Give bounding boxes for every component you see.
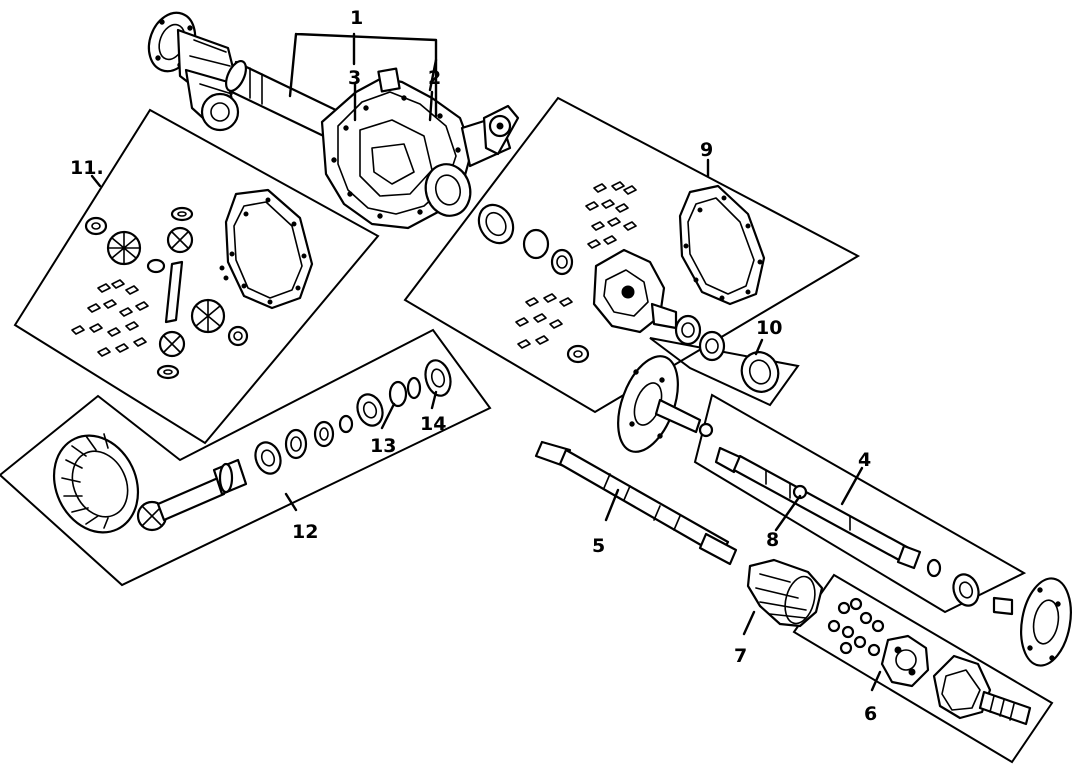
kit-11-parts (71, 188, 314, 380)
callout-14-leader (430, 390, 438, 410)
callout-7: 7 (734, 645, 747, 667)
callout-3: 3 (348, 67, 361, 89)
axle-shaft-4 (714, 446, 1072, 667)
callout-5-leader (604, 488, 620, 522)
callout-4: 4 (858, 449, 871, 471)
callout-1-leader (288, 32, 438, 118)
callout-2: 2 (428, 67, 441, 89)
callout-6-leader (870, 670, 882, 692)
callout-13-leader (380, 402, 396, 430)
kit-9-parts (477, 181, 766, 364)
callout-5: 5 (592, 535, 605, 557)
callout-8: 8 (766, 529, 779, 551)
callout-12-leader (284, 492, 298, 512)
callout-1: 1 (350, 7, 363, 29)
callout-4-leader (840, 466, 864, 506)
axle-housing (147, 11, 520, 230)
callout-11: 11. (70, 157, 104, 179)
callout-8-leader (774, 494, 802, 532)
callout-12: 12 (292, 521, 318, 543)
ring-and-pinion (52, 359, 452, 534)
callout-11-leader (90, 174, 102, 188)
axle-flange-upper (617, 355, 714, 453)
callout-10: 10 (756, 317, 782, 339)
kit-12-box (0, 328, 492, 587)
kit-4-box (693, 393, 1027, 614)
kit-10-parts (698, 330, 780, 393)
callout-13: 13 (370, 435, 396, 457)
cv-joint-kit (827, 597, 1032, 726)
kit-9-box (403, 96, 861, 414)
callout-2-leader (428, 58, 438, 92)
axle-shaft-5 (534, 440, 738, 566)
callout-9: 9 (700, 139, 713, 161)
callout-14: 14 (420, 413, 446, 435)
callout-10-leader (754, 338, 764, 356)
kit-11-box (13, 108, 380, 445)
cv-boot (746, 558, 824, 628)
callout-6: 6 (864, 703, 877, 725)
callout-7-leader (742, 610, 756, 636)
